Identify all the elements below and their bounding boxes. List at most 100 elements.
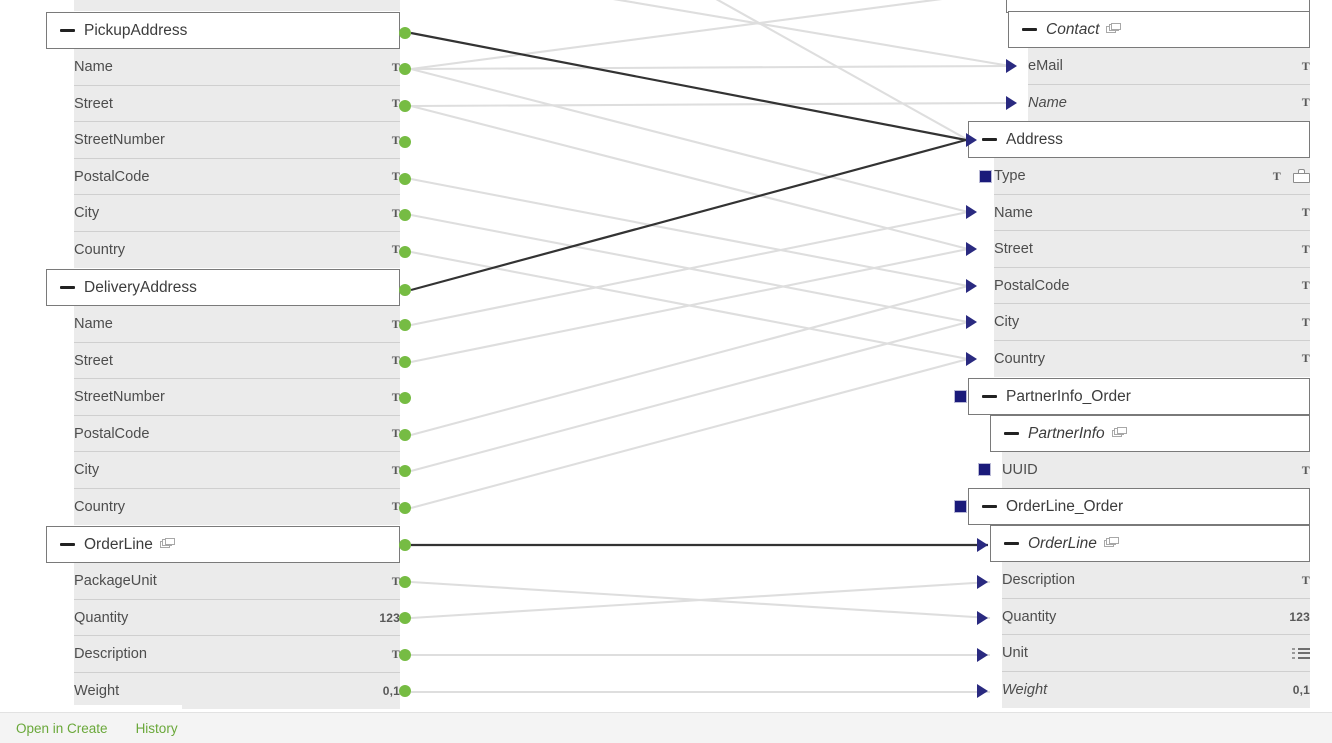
open-in-create-link[interactable]: Open in Create xyxy=(16,720,108,736)
source-port-pickup-postalcode[interactable] xyxy=(399,173,411,185)
source-port-delivery-city[interactable] xyxy=(399,465,411,477)
source-partial-row[interactable]: T xyxy=(74,0,400,11)
target-port-uuid[interactable] xyxy=(978,463,991,476)
source-port-pickup-address[interactable] xyxy=(399,27,411,39)
type-glyph: T xyxy=(391,242,400,257)
source-node-delivery-address[interactable]: DeliveryAddress xyxy=(46,269,400,306)
collection-stack-icon xyxy=(1103,536,1120,551)
target-port-address-street[interactable] xyxy=(966,242,977,256)
collapse-icon[interactable] xyxy=(60,286,75,289)
collapse-icon[interactable] xyxy=(1022,28,1037,31)
source-port-delivery-address[interactable] xyxy=(399,284,411,296)
node-header-pickup-address[interactable]: PickupAddress xyxy=(46,12,400,49)
source-port-pickup-name[interactable] xyxy=(399,63,411,75)
source-node-order-line[interactable]: OrderLine xyxy=(46,526,400,563)
source-port-delivery-postalcode[interactable] xyxy=(399,429,411,441)
source-port-pickup-city[interactable] xyxy=(399,209,411,221)
collapse-icon[interactable] xyxy=(1004,542,1019,545)
target-node-contact[interactable]: Contact xyxy=(1008,11,1310,48)
source-port-delivery-name[interactable] xyxy=(399,319,411,331)
node-header-partnerinfo[interactable]: PartnerInfo xyxy=(990,415,1310,452)
target-node-partnerinfo-order[interactable]: PartnerInfo_Order xyxy=(968,378,1310,415)
node-header-delivery-address[interactable]: DeliveryAddress xyxy=(46,269,400,306)
collapse-icon[interactable] xyxy=(1004,432,1019,435)
target-port-address-postalcode[interactable] xyxy=(966,279,977,293)
source-node-pickup-address[interactable]: PickupAddress xyxy=(46,12,400,49)
target-port-address-type[interactable] xyxy=(979,170,992,183)
type-glyph: T xyxy=(1301,205,1310,220)
target-port-contact-name[interactable] xyxy=(1006,96,1017,110)
collapse-icon[interactable] xyxy=(60,29,75,32)
list-item: T xyxy=(74,0,400,11)
history-link[interactable]: History xyxy=(135,720,178,736)
target-node-orderline[interactable]: OrderLine xyxy=(990,525,1310,562)
target-port-address-city[interactable] xyxy=(966,315,977,329)
source-port-orderline[interactable] xyxy=(399,539,411,551)
type-glyph: T xyxy=(391,426,400,441)
target-port-partnerinfo-order[interactable] xyxy=(954,390,967,403)
source-port-quantity[interactable] xyxy=(399,612,411,624)
type-glyph: T xyxy=(1272,168,1281,183)
source-port-pickup-street[interactable] xyxy=(399,100,411,112)
canvas-bottom-gap xyxy=(0,705,182,712)
source-port-delivery-street[interactable] xyxy=(399,356,411,368)
target-port-address-country[interactable] xyxy=(966,352,977,366)
target-port-orderline-unit[interactable] xyxy=(977,648,988,662)
collapse-icon[interactable] xyxy=(982,395,997,398)
source-port-delivery-country[interactable] xyxy=(399,502,411,514)
source-port-delivery-streetnumber[interactable] xyxy=(399,392,411,404)
target-port-address-name[interactable] xyxy=(966,205,977,219)
collection-stack-icon xyxy=(1106,22,1122,37)
type-glyph: 0,1 xyxy=(1292,682,1310,697)
target-port-orderline-weight[interactable] xyxy=(977,684,988,698)
type-glyph: T xyxy=(1301,462,1310,477)
list-item: Type T xyxy=(994,158,1310,195)
collapse-icon[interactable] xyxy=(60,543,75,546)
list-icon xyxy=(1292,647,1310,660)
type-glyph: T xyxy=(391,169,400,184)
source-port-pickup-streetnumber[interactable] xyxy=(399,136,411,148)
target-port-orderline[interactable] xyxy=(977,538,988,552)
node-header-order-line[interactable]: OrderLine xyxy=(46,526,400,563)
source-port-description[interactable] xyxy=(399,649,411,661)
source-port-weight[interactable] xyxy=(399,685,411,697)
collection-stack-icon xyxy=(1111,426,1128,441)
node-header-address[interactable]: Address xyxy=(968,121,1310,158)
collapse-icon[interactable] xyxy=(982,138,997,141)
type-glyph: T xyxy=(391,96,400,111)
target-node-partnerinfo[interactable]: PartnerInfo xyxy=(990,415,1310,452)
source-port-pickup-country[interactable] xyxy=(399,246,411,258)
node-header-orderline-order[interactable]: OrderLine_Order xyxy=(968,488,1310,525)
target-port-contact-email[interactable] xyxy=(1006,59,1017,73)
target-port-orderline-quantity[interactable] xyxy=(977,611,988,625)
node-header-contact[interactable]: Contact xyxy=(1008,11,1310,48)
target-node-orderline-order[interactable]: OrderLine_Order xyxy=(968,488,1310,525)
briefcase-icon xyxy=(1293,169,1310,184)
type-glyph: T xyxy=(391,389,400,404)
target-port-address[interactable] xyxy=(966,133,977,147)
node-header-partnerinfo-order[interactable]: PartnerInfo_Order xyxy=(968,378,1310,415)
target-port-orderline-order[interactable] xyxy=(954,500,967,513)
collapse-icon[interactable] xyxy=(982,505,997,508)
target-port-orderline-description[interactable] xyxy=(977,575,988,589)
target-node-address[interactable]: Address xyxy=(968,121,1310,158)
status-bar: Open in Create History xyxy=(0,712,1332,743)
node-header-orderline-target[interactable]: OrderLine xyxy=(990,525,1310,562)
source-port-packageunit[interactable] xyxy=(399,576,411,588)
